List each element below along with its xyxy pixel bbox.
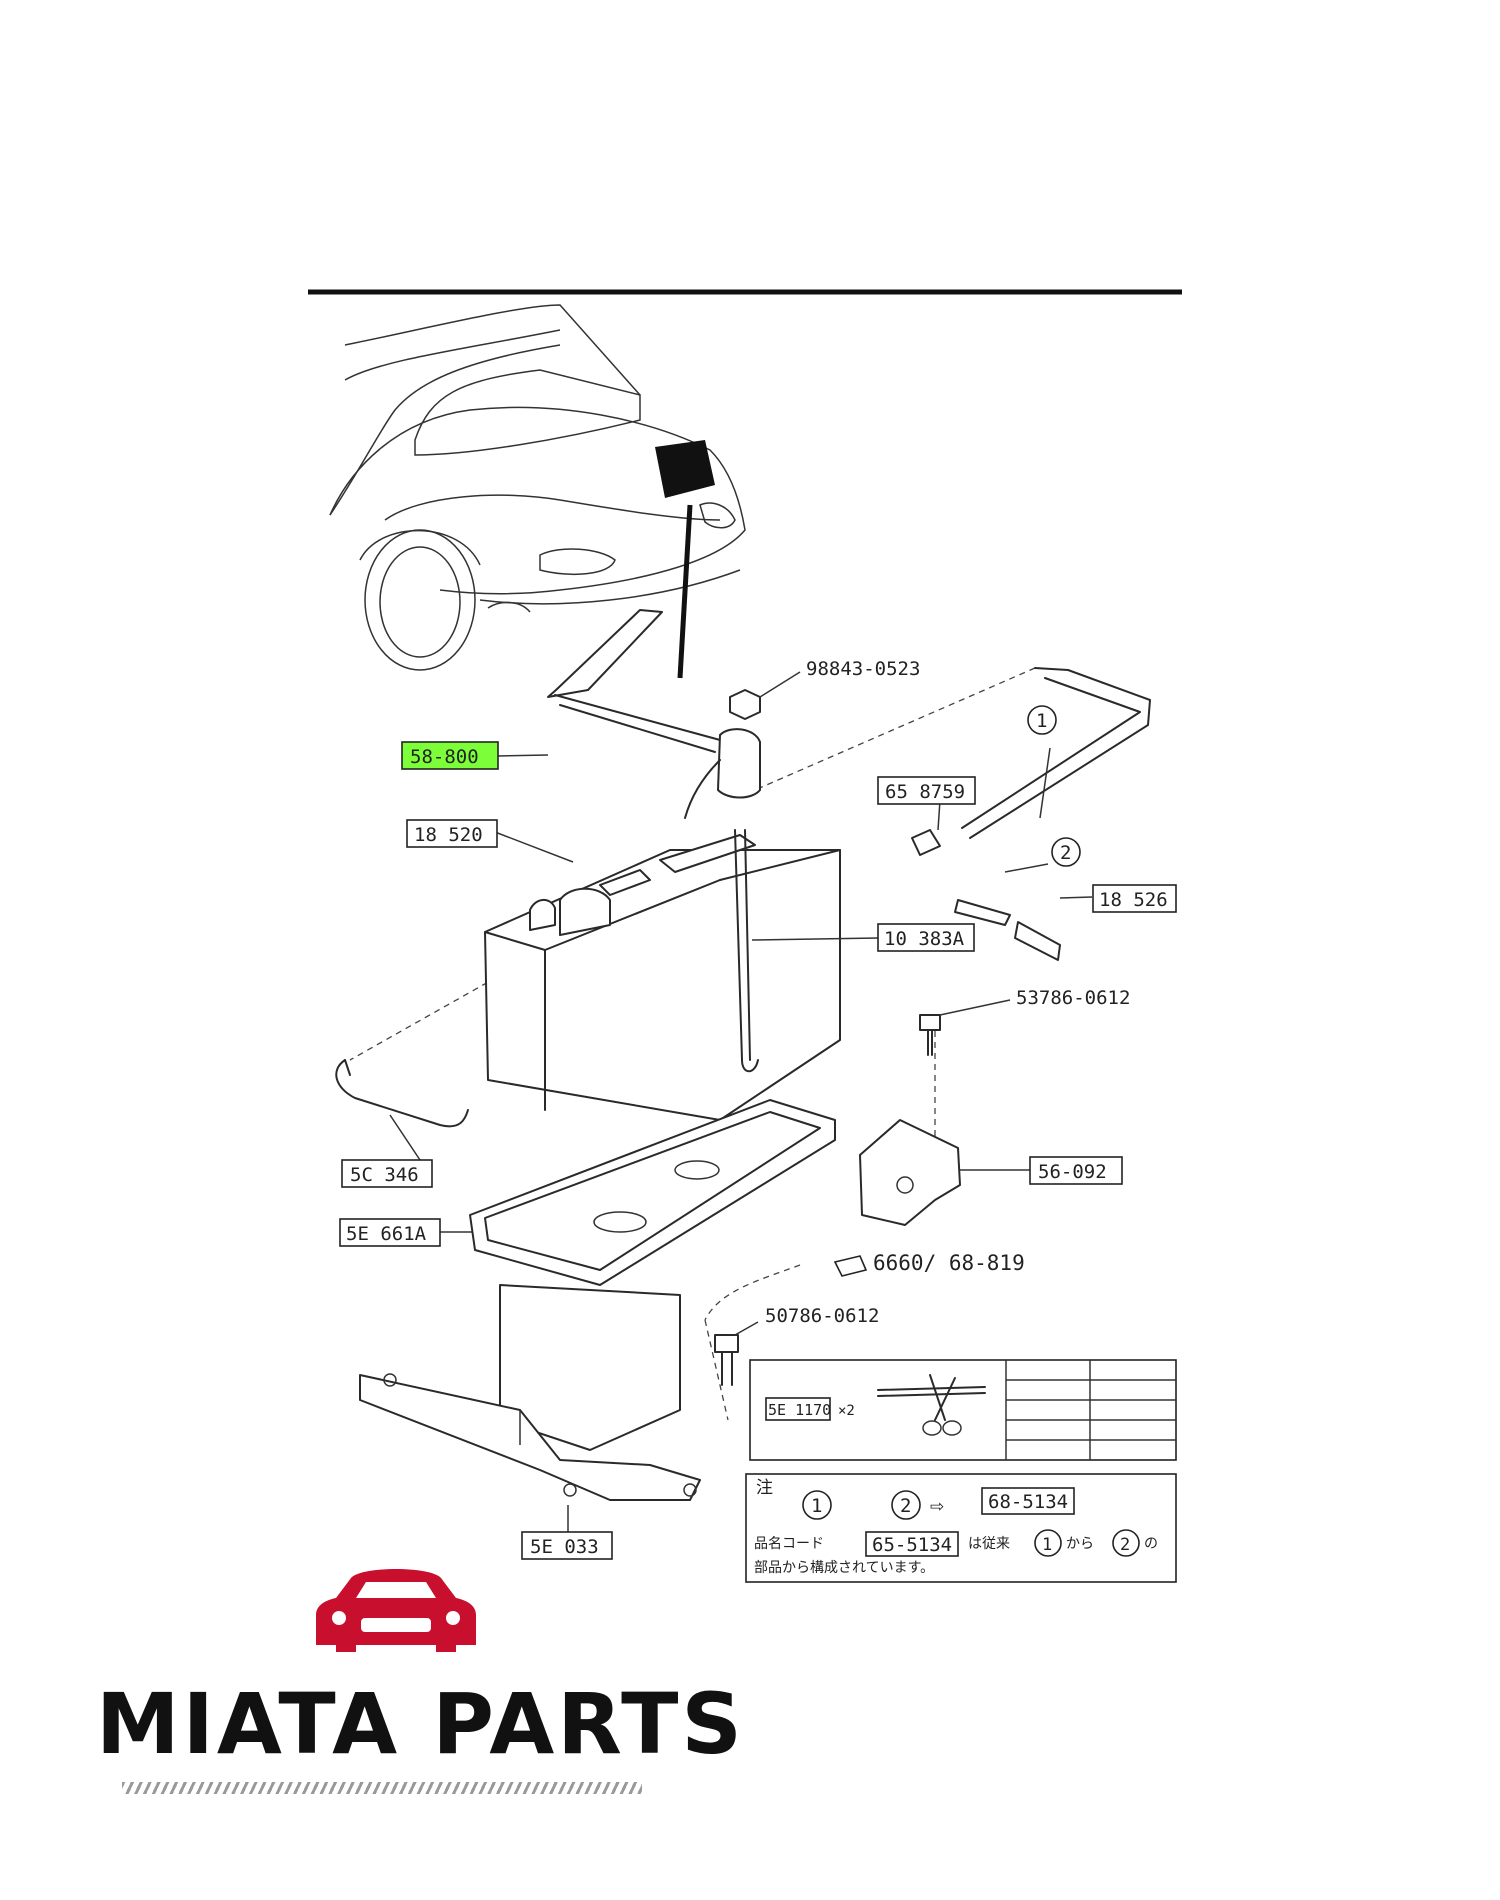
brand-underline: [122, 1782, 642, 1794]
callout-53786-0612: 53786-0612: [1016, 987, 1130, 1009]
svg-text:18 526: 18 526: [1099, 889, 1168, 911]
table-part-code: 5E 1170: [768, 1401, 831, 1419]
svg-text:6660/ 68-819: 6660/ 68-819: [873, 1251, 1025, 1275]
brand-name: MIATA PARTS: [96, 1675, 745, 1773]
callout-56-092: 56-092: [1029, 1156, 1123, 1185]
svg-text:65-5134: 65-5134: [872, 1534, 952, 1556]
bracket: [859, 1119, 961, 1226]
battery-tray: [469, 1099, 836, 1286]
svg-text:68-5134: 68-5134: [988, 1491, 1068, 1513]
callout-58-800: 58-800: [401, 741, 499, 770]
svg-text:部品から構成されています。: 部品から構成されています。: [754, 1560, 934, 1576]
callout-5e-661a: 5E 661A: [339, 1218, 441, 1247]
drain-hose: [335, 1059, 469, 1128]
svg-text:2: 2: [1120, 1535, 1130, 1555]
svg-text:56-092: 56-092: [1038, 1161, 1107, 1183]
breather-hoses: [911, 667, 1151, 961]
svg-text:1: 1: [811, 1495, 822, 1517]
svg-text:5E 661A: 5E 661A: [346, 1223, 427, 1245]
callout-18-526: 18 526: [1092, 884, 1177, 913]
callout-5e-033: 5E 033: [521, 1531, 613, 1560]
bolt-50786: [714, 1334, 739, 1386]
svg-text:⇨: ⇨: [930, 1497, 944, 1517]
svg-text:5E 033: 5E 033: [530, 1536, 599, 1558]
nut: [729, 689, 761, 720]
callout-98843-0523: 98843-0523: [806, 658, 920, 680]
svg-text:10 383A: 10 383A: [884, 928, 965, 950]
callout-65-8759: 65 8759: [877, 776, 976, 805]
table-qty: ×2: [838, 1403, 855, 1419]
battery-location-marker: [655, 440, 715, 498]
svg-text:5C 346: 5C 346: [350, 1164, 419, 1186]
note-box: 注 1 2 ⇨ 68-5134 品名コード 65-5134 は従来 1 から 2…: [745, 1473, 1177, 1583]
battery-base: [359, 1284, 701, 1501]
svg-text:品名コード: 品名コード: [754, 1536, 824, 1552]
svg-text:1: 1: [1036, 710, 1047, 732]
callout-18-520: 18 520: [406, 819, 498, 848]
car-outline: [329, 304, 746, 679]
callout-50786-0612: 50786-0612: [765, 1305, 879, 1327]
bolt-53786: [919, 1014, 941, 1056]
callout-6660-68-819: 6660/ 68-819: [833, 1251, 1025, 1277]
svg-text:2: 2: [900, 1495, 911, 1517]
note-title: 注: [756, 1478, 773, 1498]
svg-text:18 520: 18 520: [414, 824, 483, 846]
callout-5c-346: 5C 346: [341, 1159, 433, 1188]
svg-text:1: 1: [1042, 1535, 1052, 1555]
battery: [484, 829, 841, 1121]
car-logo-icon: [316, 1569, 476, 1652]
svg-text:58-800: 58-800: [410, 746, 479, 768]
svg-text:2: 2: [1060, 842, 1071, 864]
callout-10-383a: 10 383A: [877, 923, 975, 952]
circle-callout-2: 2: [1051, 837, 1081, 867]
battery-clamp: [547, 609, 761, 819]
circle-callout-1: 1: [1027, 705, 1057, 735]
svg-text:65 8759: 65 8759: [885, 781, 965, 803]
svg-text:は従来: は従来: [968, 1536, 1010, 1552]
svg-text:から: から: [1066, 1536, 1094, 1552]
svg-text:の: の: [1144, 1536, 1158, 1552]
spec-table: 5E 1170 ×2: [749, 1359, 1177, 1461]
